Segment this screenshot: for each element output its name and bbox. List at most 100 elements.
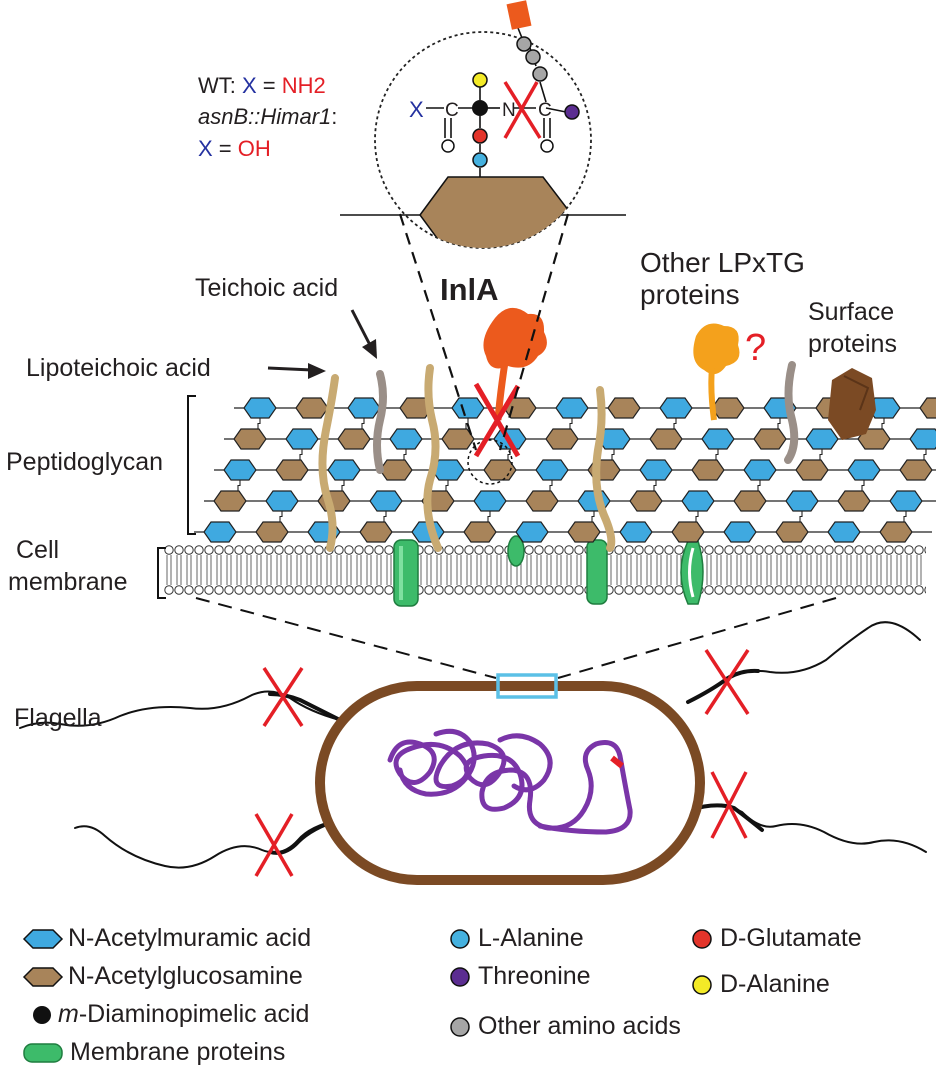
legend-item-dap: m-Diaminopimelic acid [30, 1000, 309, 1029]
glcnac-sugar [919, 397, 936, 419]
murnac-sugar [327, 459, 361, 481]
peptide-crosslink [923, 449, 927, 460]
murnac-sugar [535, 459, 569, 481]
peptide-crosslink [279, 511, 283, 522]
glcnac-sugar [275, 459, 309, 481]
wt-label: WT: X = NH2 [198, 73, 326, 98]
murnac-sugar [243, 397, 277, 419]
murnac-sugar [701, 428, 735, 450]
membrane-protein-icon [23, 1042, 63, 1063]
legend-label: L-Alanine [478, 924, 584, 952]
murnac-sugar [347, 397, 381, 419]
peptidoglycan-label: Peptidoglycan [6, 448, 163, 476]
lipoteichoic-acid-label: Lipoteichoic acid [26, 354, 211, 382]
murnac-sugar [203, 521, 237, 543]
legend: N-Acetylmuramic acid N-Acetylglucosamine… [0, 912, 936, 1087]
glcnac-sugar [337, 428, 371, 450]
murnac-sugar [555, 397, 589, 419]
murnac-sugar [847, 459, 881, 481]
murnac-sugar [597, 428, 631, 450]
peptide-crosslink [799, 511, 803, 522]
murnac-sugar [473, 490, 507, 512]
mutant-label: asnB::Himar1: [198, 104, 337, 129]
chromosome [387, 728, 633, 835]
legend-item-d-glutamate: D-Glutamate [690, 924, 862, 953]
glcnac-sugar [545, 428, 579, 450]
other-lpxtg-protein [693, 323, 740, 421]
other-amino-dot-icon [450, 1016, 470, 1037]
legend-label: Other amino acids [478, 1012, 681, 1040]
membrane-proteins [393, 535, 704, 607]
surface-label-line2: proteins [808, 330, 897, 358]
glcnac-sugar [359, 521, 393, 543]
surface-label-line1: Surface [808, 298, 894, 326]
zoom-lines-cell [195, 597, 837, 679]
murnac-sugar [723, 521, 757, 543]
glcnac-sugar [649, 428, 683, 450]
atom-c-left: C [445, 100, 459, 121]
peptide-crosslink [903, 511, 907, 522]
glcnac-sugar [899, 459, 933, 481]
murnac-sugar [867, 397, 901, 419]
peptidoglycan-layer [194, 397, 936, 543]
atom-n: N [502, 100, 516, 121]
peptide-crosslink [507, 449, 511, 460]
murnac-sugar [389, 428, 423, 450]
glcnac-sugar [753, 428, 787, 450]
murnac-sugar [805, 428, 839, 450]
peptide-crosslink [341, 480, 345, 491]
murnac-sugar [639, 459, 673, 481]
peptide-crosslink [819, 449, 823, 460]
murnac-sugar [223, 459, 257, 481]
peptide-crosslink [757, 480, 761, 491]
surface-protein [828, 368, 876, 440]
structure-zoom-circle: X C N C [340, 0, 626, 249]
legend-item-l-alanine: L-Alanine [448, 924, 584, 953]
glcnac-sugar [213, 490, 247, 512]
glcnac-hexagon-icon [22, 966, 64, 987]
unknown-question-mark: ? [745, 327, 766, 369]
murnac-sugar [909, 428, 936, 450]
glcnac-sugar [607, 397, 641, 419]
flagella-crosses [254, 649, 750, 877]
legend-item-glcnac: N-Acetylglucosamine [22, 962, 303, 991]
peptide-crosslink [653, 480, 657, 491]
legend-label: D-Alanine [720, 970, 830, 998]
legend-item-other-amino-acids: Other amino acids [448, 1012, 681, 1041]
atom-c-right: C [538, 100, 552, 121]
inla-cross [473, 382, 521, 458]
glcnac-sugar [567, 521, 601, 543]
inla-label: InlA [440, 272, 499, 307]
murnac-sugar [889, 490, 923, 512]
other-lpxtg-label-line2: proteins [640, 279, 740, 310]
legend-label: Membrane proteins [70, 1038, 286, 1066]
cell-membrane [164, 545, 926, 595]
peptide-crosslink [487, 511, 491, 522]
legend-item-threonine: Threonine [448, 962, 591, 991]
legend-label: m-Diaminopimelic acid [58, 1000, 310, 1028]
atom-x: X [409, 97, 424, 122]
murnac-sugar [681, 490, 715, 512]
peptide-crosslink [361, 418, 365, 429]
glcnac-sugar [775, 521, 809, 543]
murnac-sugar [451, 397, 485, 419]
membrane-bracket [157, 547, 166, 599]
dap-dot-icon [33, 1005, 51, 1024]
lipoteichoic-arrow [267, 363, 326, 379]
glcnac-sugar [711, 397, 745, 419]
bacterial-cell [315, 673, 705, 885]
glcnac-sugar [379, 459, 413, 481]
glcnac-sugar [629, 490, 663, 512]
diagram-canvas: X C N C WT: X [6, 0, 936, 885]
glcnac-sugar [441, 428, 475, 450]
glcnac-sugar [671, 521, 705, 543]
threonine-dot-icon [450, 966, 470, 987]
peptide-crosslink [569, 418, 573, 429]
peptide-crosslink [611, 449, 615, 460]
peptide-crosslink [403, 449, 407, 460]
legend-item-murnac: N-Acetylmuramic acid [22, 924, 311, 953]
l-alanine-dot-icon [450, 928, 470, 949]
peptide-crosslink [257, 418, 261, 429]
peptide-crosslink [299, 449, 303, 460]
glcnac-sugar [795, 459, 829, 481]
